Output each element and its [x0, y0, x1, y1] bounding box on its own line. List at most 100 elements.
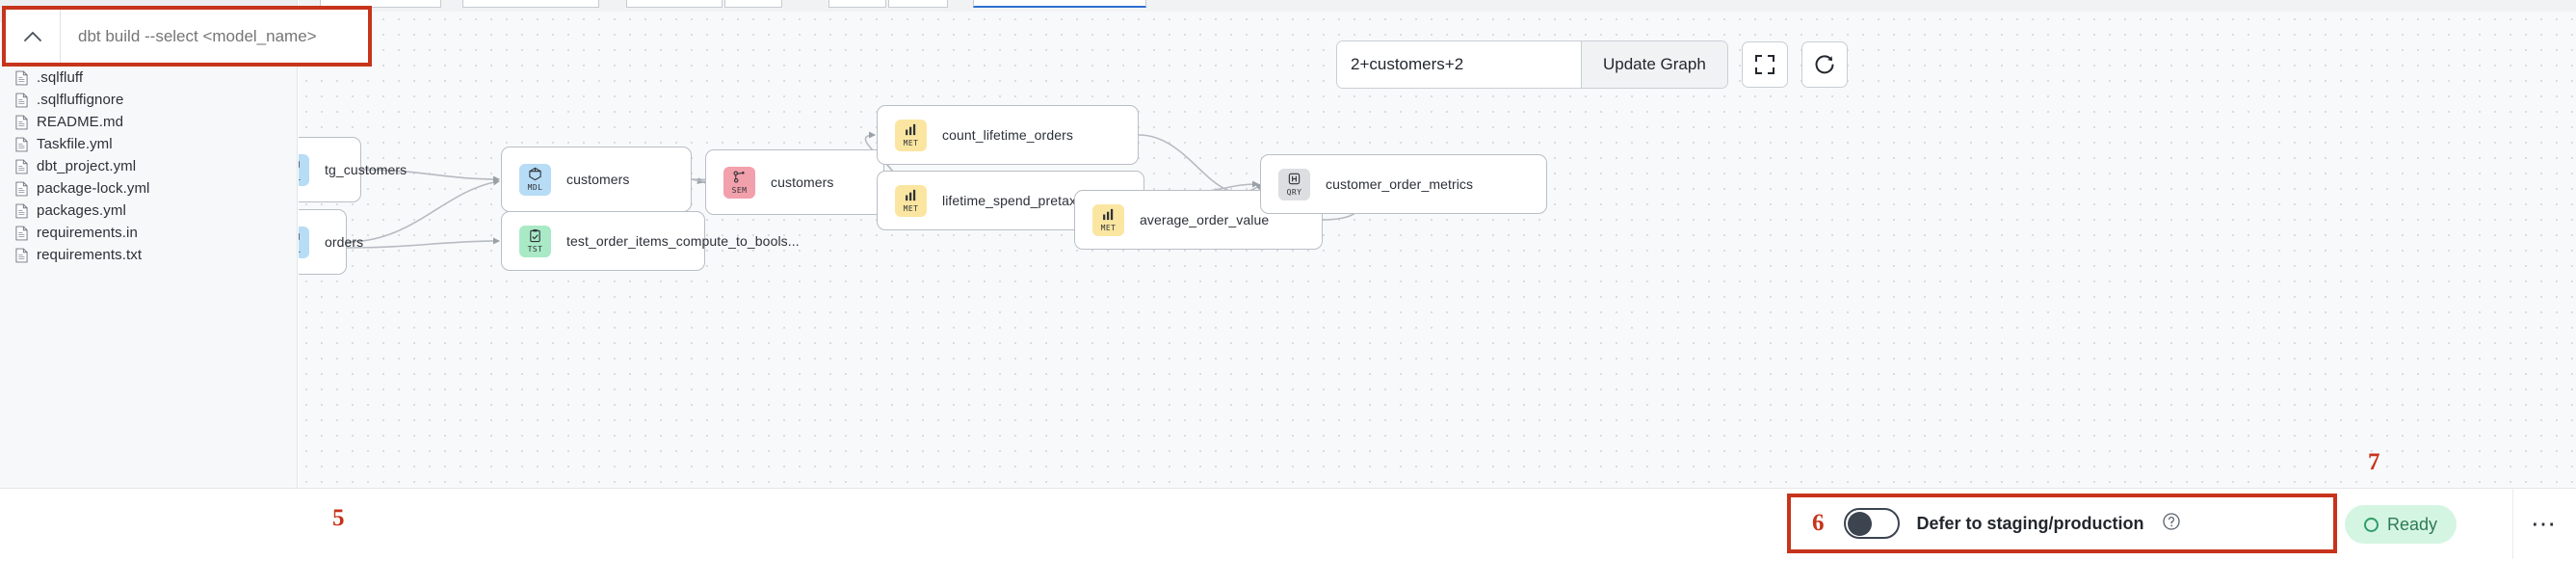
tab-stub[interactable]	[888, 0, 948, 8]
node-type-glyph-icon	[732, 170, 747, 186]
graph-node-count-lifetime-orders[interactable]: MET count_lifetime_orders	[877, 105, 1139, 165]
graph-node-customer-order-metrics[interactable]: QRY customer_order_metrics	[1260, 154, 1547, 214]
node-label: customer_order_metrics	[1326, 176, 1474, 192]
node-type-glyph-icon	[1287, 172, 1301, 188]
defer-label: Defer to staging/production	[1916, 513, 2144, 533]
node-type-glyph-icon	[299, 157, 301, 174]
chevron-up-glyph	[24, 31, 41, 41]
node-type-badge-sem: SEM	[723, 166, 755, 199]
file-row-dbt-project-yml[interactable]: dbt_project.yml	[0, 155, 297, 177]
annotation-6: 6	[1812, 510, 1825, 536]
tab-stub[interactable]	[320, 0, 441, 8]
node-label: average_order_value	[1140, 212, 1270, 227]
fullscreen-button[interactable]	[1741, 41, 1788, 88]
fullscreen-icon	[1754, 55, 1774, 74]
node-type-badge-met: MET	[895, 184, 927, 217]
command-bar	[2, 6, 372, 67]
node-type-glyph-icon	[904, 188, 918, 204]
update-graph-button[interactable]: Update Graph	[1581, 41, 1727, 88]
help-circle-glyph	[2162, 512, 2180, 530]
defer-toggle[interactable]	[1843, 508, 1900, 539]
node-type-glyph-icon	[528, 228, 542, 245]
status-badge[interactable]: Ready	[2345, 505, 2458, 544]
node-type-code: MDL	[299, 174, 301, 182]
node-type-glyph-icon	[299, 229, 301, 246]
file-label: .sqlfluffignore	[37, 92, 124, 108]
file-icon	[15, 181, 28, 196]
tab-stub[interactable]	[724, 0, 782, 8]
file-icon	[15, 248, 28, 262]
annotation-7: 7	[2368, 449, 2380, 475]
file-row-requirements-in[interactable]: requirements.in	[0, 222, 297, 244]
annotation-5: 5	[332, 505, 345, 531]
status-dot-icon	[2364, 517, 2379, 532]
refresh-icon	[1815, 55, 1834, 74]
file-row-package-lock-yml[interactable]: package-lock.yml	[0, 177, 297, 200]
help-circle-icon[interactable]	[2162, 512, 2181, 536]
graph-toolbar: Update Graph	[1336, 40, 1848, 89]
node-type-code: MET	[903, 139, 919, 147]
node-type-code: MDL	[527, 183, 543, 192]
file-explorer-panel: target.gitignore.pre-commit-config.yaml.…	[0, 0, 298, 496]
graph-node-stg-orders[interactable]: MDL orders	[299, 209, 363, 275]
file-icon	[15, 203, 28, 218]
graph-node-test-order-items[interactable]: TST test_order_items_compute_to_bools...	[501, 211, 800, 271]
file-label: requirements.in	[37, 225, 138, 241]
tab-stub[interactable]	[626, 0, 723, 8]
node-type-code: MET	[903, 204, 919, 213]
dbt-command-input[interactable]	[61, 25, 368, 47]
graph-node-average-order-value[interactable]: MET average_order_value	[1074, 190, 1323, 250]
file-icon	[15, 70, 28, 85]
file-row-sqlfluffignore[interactable]: .sqlfluffignore	[0, 89, 297, 111]
tab-stub-active[interactable]	[973, 0, 1146, 8]
file-label: Taskfile.yml	[37, 136, 113, 152]
node-type-badge-tst: TST	[519, 225, 551, 257]
node-type-badge-mdl: MDL	[519, 163, 551, 196]
node-label: customers	[566, 172, 630, 187]
ellipsis-icon[interactable]: ⋯	[2512, 488, 2574, 559]
file-row-packages-yml[interactable]: packages.yml	[0, 200, 297, 222]
toggle-knob	[1847, 511, 1872, 536]
node-type-code: SEM	[731, 186, 748, 195]
node-type-glyph-icon	[1101, 207, 1116, 224]
file-label: requirements.txt	[37, 247, 143, 263]
node-label: tg_customers	[325, 162, 407, 177]
file-row-readme-md[interactable]: README.md	[0, 111, 297, 133]
lineage-graph-panel[interactable]: MDLtg_customersMDLordersMDLcustomersTSTt…	[299, 12, 2576, 488]
graph-node-customers-model[interactable]: MDL customers	[501, 147, 692, 212]
file-label: README.md	[37, 114, 124, 130]
node-label: lifetime_spend_pretax	[942, 193, 1077, 208]
graph-node-stg-customers[interactable]: MDL tg_customers	[299, 137, 407, 202]
tab-stub[interactable]	[828, 0, 886, 8]
node-type-code: MDL	[299, 246, 301, 254]
node-label: test_order_items_compute_to_bools...	[566, 233, 800, 249]
node-type-badge-met: MET	[895, 119, 927, 151]
node-type-code: TST	[527, 245, 543, 254]
graph-select-input[interactable]	[1337, 41, 1581, 88]
node-label: customers	[771, 174, 834, 190]
node-type-badge-qry: QRY	[1278, 168, 1310, 200]
file-label: dbt_project.yml	[37, 158, 137, 174]
tab-stub[interactable]	[462, 0, 599, 8]
node-type-code: MET	[1100, 224, 1117, 232]
chevron-up-icon[interactable]	[6, 10, 61, 63]
node-type-badge-mdl: MDL	[299, 153, 309, 186]
file-label: packages.yml	[37, 202, 126, 219]
refresh-button[interactable]	[1801, 41, 1848, 88]
node-type-glyph-icon	[528, 167, 542, 183]
status-badge-label: Ready	[2387, 514, 2438, 534]
graph-node-customers-sem[interactable]: SEM customers	[705, 149, 884, 215]
node-type-code: QRY	[1286, 188, 1302, 197]
file-row-taskfile-yml[interactable]: Taskfile.yml	[0, 133, 297, 155]
file-icon	[15, 137, 28, 151]
file-icon	[15, 159, 28, 174]
file-label: .sqlfluff	[37, 69, 84, 86]
node-type-badge-met: MET	[1092, 203, 1124, 236]
node-label: count_lifetime_orders	[942, 127, 1073, 143]
file-row-sqlfluff[interactable]: .sqlfluff	[0, 67, 297, 89]
graph-select-group: Update Graph	[1336, 40, 1728, 89]
defer-control-group: 6 Defer to staging/production	[1787, 494, 2337, 553]
node-label: orders	[325, 234, 364, 250]
file-row-requirements-txt[interactable]: requirements.txt	[0, 244, 297, 266]
